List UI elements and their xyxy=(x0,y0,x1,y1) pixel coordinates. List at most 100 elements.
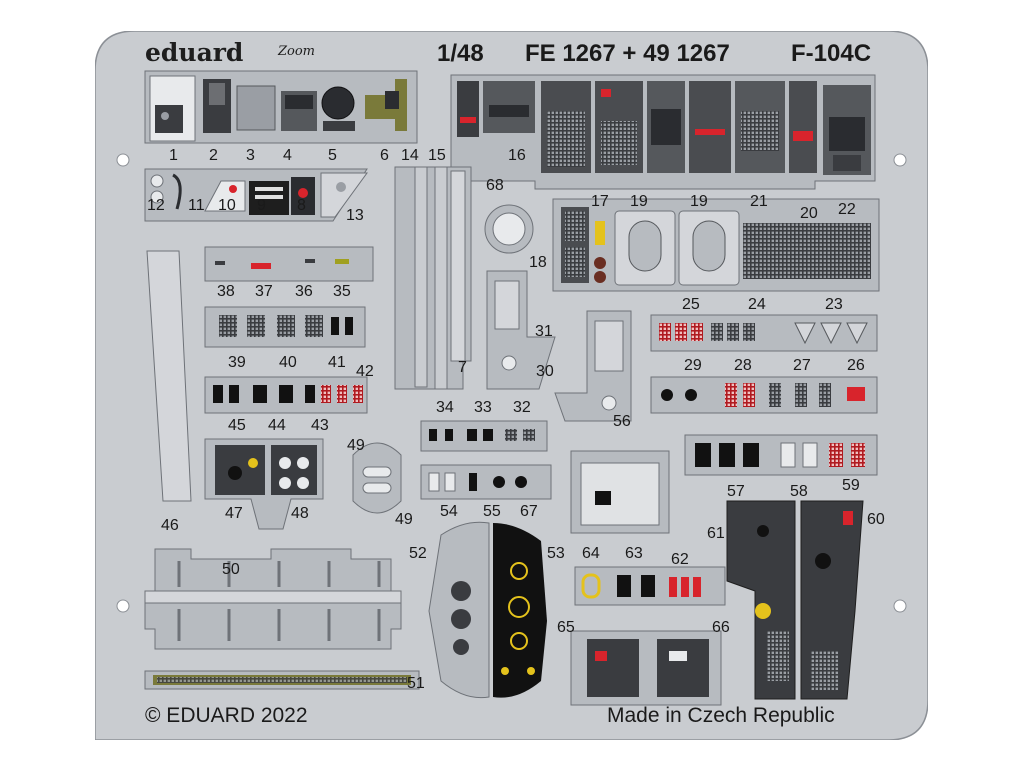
part-number: 61 xyxy=(707,525,725,542)
part-67 xyxy=(493,476,505,488)
part-number: 49 xyxy=(347,437,365,454)
part-54 xyxy=(428,472,440,492)
part-27 xyxy=(794,322,816,345)
part-number: 58 xyxy=(790,483,808,500)
mount-hole-top-right xyxy=(893,153,907,167)
part-number: 4 xyxy=(283,147,292,164)
part-group-16-22 xyxy=(450,74,876,190)
part-number: 14 xyxy=(401,147,419,164)
part-57 xyxy=(695,443,711,467)
part-53 xyxy=(493,523,547,698)
part-number: 39 xyxy=(228,354,246,371)
part-number: 48 xyxy=(291,505,309,522)
part-48 xyxy=(271,445,317,495)
part-number: 18 xyxy=(529,254,547,271)
part-group-54-67 xyxy=(420,464,552,500)
part-58 xyxy=(780,442,796,468)
part-41 xyxy=(331,317,339,335)
origin-label: Made in Czech Republic xyxy=(607,704,835,727)
part-number: 65 xyxy=(557,619,575,636)
part-number: 43 xyxy=(311,417,329,434)
part-number: 30 xyxy=(536,363,554,380)
part-group-47-48 xyxy=(204,438,324,530)
part-number: 23 xyxy=(825,296,843,313)
part-group-8-13 xyxy=(144,168,368,222)
part-number: 46 xyxy=(161,517,179,534)
part-62 xyxy=(669,577,677,597)
part-number: 62 xyxy=(671,551,689,568)
part-group-7-14-15 xyxy=(394,166,472,390)
part-group-30-31 xyxy=(486,270,632,422)
part-26 xyxy=(846,322,868,345)
part-65 xyxy=(587,639,639,697)
part-group-57-59 xyxy=(684,434,878,476)
part-12 xyxy=(150,174,164,188)
part-number: 50 xyxy=(222,561,240,578)
part-59 xyxy=(829,443,843,467)
part-group-39-42 xyxy=(204,306,366,348)
part-43 xyxy=(305,385,315,403)
copyright-label: © EDUARD 2022 xyxy=(145,704,308,727)
part-number: 38 xyxy=(217,283,235,300)
photo-etch-fret xyxy=(95,31,928,740)
part-number: 17 xyxy=(591,193,609,210)
brand-logo: eduard xyxy=(145,38,244,67)
part-group-52-53 xyxy=(428,521,547,699)
part-number: 41 xyxy=(328,354,346,371)
part-number: 35 xyxy=(333,283,351,300)
part-number: 66 xyxy=(712,619,730,636)
part-20 xyxy=(789,81,817,173)
part-number: 28 xyxy=(734,357,752,374)
part-55 xyxy=(469,473,477,491)
part-number: 7 xyxy=(458,359,467,376)
part-number: 2 xyxy=(209,147,218,164)
part-28 xyxy=(711,323,723,341)
part-number: 11 xyxy=(188,197,205,214)
part-frame-lower-26-29 xyxy=(650,376,878,414)
part-number: 6 xyxy=(380,147,389,164)
part-frame-54-67 xyxy=(420,464,552,500)
part-number: 33 xyxy=(474,399,492,416)
part-44 xyxy=(253,385,267,403)
mount-hole-top-left xyxy=(116,153,130,167)
part-45 xyxy=(213,385,223,403)
model-label: F-104C xyxy=(791,40,872,67)
part-number: 63 xyxy=(625,545,643,562)
part-number: 64 xyxy=(582,545,600,562)
part-29 xyxy=(659,323,671,341)
part-34 xyxy=(429,429,437,441)
brand-zoom-logo: Zoom xyxy=(278,44,316,59)
part-number: 27 xyxy=(793,357,811,374)
part-number: 44 xyxy=(268,417,286,434)
part-number: 22 xyxy=(838,201,856,218)
part-number: 24 xyxy=(748,296,766,313)
part-11 xyxy=(172,173,182,210)
part-number: 12 xyxy=(147,197,165,214)
part-number: 29 xyxy=(684,357,702,374)
part-number: 52 xyxy=(409,545,427,562)
part-number: 21 xyxy=(750,193,768,210)
part-number: 68 xyxy=(486,177,504,194)
part-number: 26 xyxy=(847,357,865,374)
part-number: 40 xyxy=(279,354,297,371)
part-number: 34 xyxy=(436,399,454,416)
part-group-35-38 xyxy=(204,246,374,282)
part-46 xyxy=(146,250,192,502)
part-group-17-18-20 xyxy=(552,198,880,292)
part-number: 59 xyxy=(842,477,860,494)
part-49 xyxy=(352,442,402,514)
part-number: 42 xyxy=(356,363,374,380)
part-number: 1 xyxy=(169,147,178,164)
part-number: 10 xyxy=(218,197,236,214)
part-number: 60 xyxy=(867,511,885,528)
part-number: 55 xyxy=(483,503,501,520)
part-56 xyxy=(570,450,670,534)
part-number: 15 xyxy=(428,147,446,164)
part-number: 37 xyxy=(255,283,273,300)
part-63 xyxy=(617,575,631,597)
part-number: 20 xyxy=(800,205,818,222)
part-5 xyxy=(321,86,355,120)
part-number: 16 xyxy=(508,147,526,164)
part-7 xyxy=(450,170,466,362)
part-group-62-64 xyxy=(574,566,726,606)
